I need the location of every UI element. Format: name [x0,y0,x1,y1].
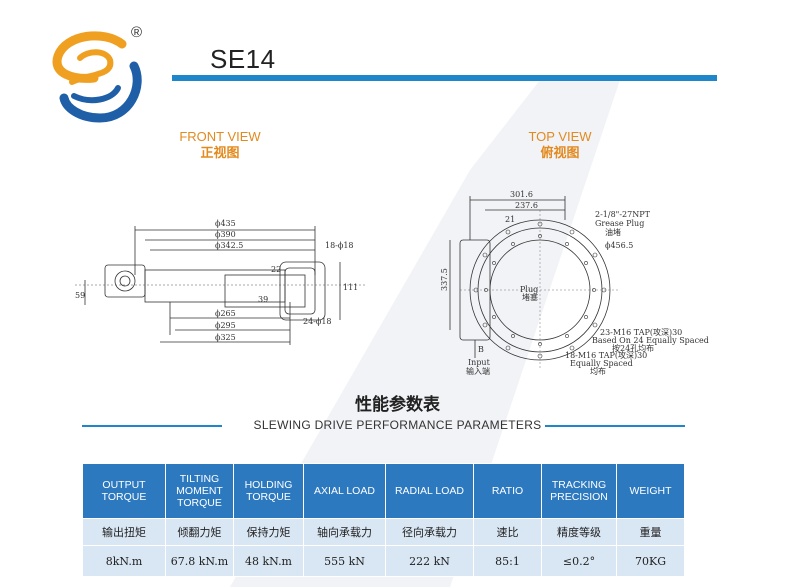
header-ratio: RATIO [473,463,542,519]
cn-output-torque: 输出扭矩 [82,518,166,546]
header-weight: WEIGHT [616,463,685,519]
top-view-title-en: TOP VIEW [528,129,592,144]
note-tap23: 23-M16 TAP(攻深)30 [600,327,682,337]
front-view-title-en: FRONT VIEW [179,129,261,144]
dim-r21: 21 [505,215,515,224]
value-holding-torque: 48 kN.m [233,545,304,577]
dim-h337: 337.5 [440,268,449,291]
cn-ratio: 速比 [473,518,542,546]
value-output-torque: 8kN.m [82,545,166,577]
performance-line-right [545,425,685,427]
top-view-title-cn: 俯视图 [540,145,580,160]
header-axial-load: AXIAL LOAD [303,463,386,519]
top-view-drawing: 301.6 237.6 21 337.5 2-1/8"-27NPT Grease… [440,190,709,376]
b-label: B [478,345,484,354]
note-tap18: 18-M16 TAP(攻深)30 [565,350,647,360]
value-axial-load: 555 kN [303,545,386,577]
value-tilting-moment: 67.8 kN.m [165,545,234,577]
dim-d342: ϕ342.5 [215,241,243,250]
value-ratio: 85:1 [473,545,542,577]
front-view-title-cn: 正视图 [200,145,240,160]
registered-mark: ® [131,24,143,41]
header-radial-load: RADIAL LOAD [385,463,474,519]
input-label-cn: 输入端 [466,366,490,376]
value-radial-load: 222 kN [385,545,474,577]
dim-d295: ϕ295 [215,321,236,330]
dim-w301: 301.6 [510,190,533,199]
dim-holes-top: 18-ϕ18 [325,241,354,250]
front-view-title: FRONT VIEW 正视图 [160,129,280,161]
dim-d390: ϕ390 [215,230,236,239]
cn-axial-load: 轴向承载力 [303,518,386,546]
dim-d265: ϕ265 [215,309,236,318]
value-weight: 70KG [616,545,685,577]
cn-radial-load: 径向承载力 [385,518,474,546]
cn-tracking-precision: 精度等级 [541,518,617,546]
table-row-values: 8kN.m 67.8 kN.m 48 kN.m 555 kN 222 kN 85… [82,545,685,577]
dim-d456: ϕ456.5 [605,241,633,250]
note-plug-cn: 堵塞 [522,292,538,302]
input-label: Input [468,358,491,367]
title-underline [172,75,717,81]
model-title: SE14 [210,44,276,74]
dim-holes-bottom: 24-ϕ18 [303,317,332,326]
front-view-drawing: ϕ435 ϕ390 ϕ342.5 18-ϕ18 22 111 39 59 ϕ26… [75,219,365,345]
cn-weight: 重量 [616,518,685,546]
dim-w237: 237.6 [515,201,538,210]
performance-title-en: SLEWING DRIVE PERFORMANCE PARAMETERS [253,418,542,432]
value-tracking-precision: ≤0.2° [541,545,617,577]
dim-h22: 22 [271,265,281,274]
dim-h39: 39 [258,295,268,304]
note-tap23-spacing: Based On 24 Equally Spaced [592,336,709,345]
note-tap23-cn: 按24孔均布 [612,343,654,353]
top-view-title: TOP VIEW 俯视图 [500,129,620,161]
note-tap18-spacing: Equally Spaced [570,359,633,368]
dim-h59: 59 [75,291,85,300]
dim-d325: ϕ325 [215,333,236,342]
dim-d435: ϕ435 [215,219,236,228]
dim-h111: 111 [343,283,358,292]
note-plug: Plug [520,285,538,294]
cn-tilting-moment: 倾翻力矩 [165,518,234,546]
performance-line-left [82,425,222,427]
note-npt: 2-1/8"-27NPT [595,210,651,219]
cn-holding-torque: 保持力矩 [233,518,304,546]
note-grease: Grease Plug [595,219,644,228]
company-logo-icon [52,31,142,123]
performance-title-cn: 性能参数表 [355,395,440,414]
note-tap18-cn: 均布 [590,366,606,376]
note-grease-cn: 油堵 [605,227,621,237]
table-row-cn: 输出扭矩 倾翻力矩 保持力矩 轴向承载力 径向承载力 速比 精度等级 重量 [82,518,685,546]
